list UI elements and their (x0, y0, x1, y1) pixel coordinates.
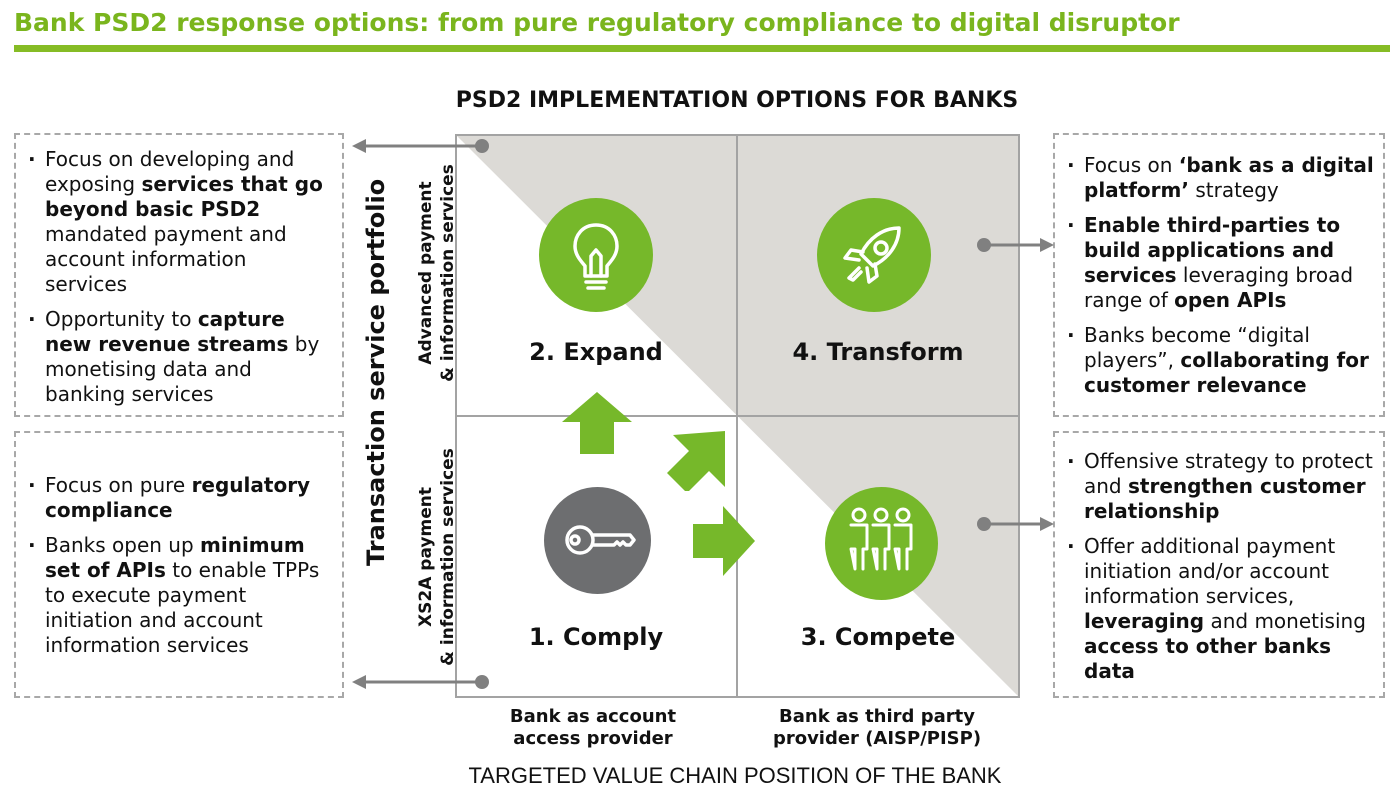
bullet-text-segment: Offer additional payment initiation and/… (1084, 534, 1336, 608)
x-axis-title: TARGETED VALUE CHAIN POSITION OF THE BAN… (468, 763, 1002, 788)
bullet-text-segment: leveraging (1084, 609, 1205, 633)
connector-compete-box (977, 517, 1054, 531)
transform-bullet-1: Focus on ‘bank as a digital platform’ st… (1065, 153, 1375, 203)
y-axis-row-advanced: Advanced payment & information services (415, 153, 459, 393)
bullet-text-segment: minimum set of APIs (45, 533, 305, 582)
bullet-text-segment: Offensive strategy to protect and (1084, 449, 1373, 498)
bullet-text-segment: Opportunity to (45, 307, 198, 331)
x-axis-column-account-access-line2: access provider (513, 728, 673, 749)
transform-bullet-2: Enable third-parties to build applicatio… (1065, 213, 1375, 313)
transform-bullet-3: Banks become “digital players”, collabor… (1065, 323, 1375, 398)
y-axis-title: Transaction service portfolio (362, 178, 390, 566)
x-axis-column-third-party-line2: provider (AISP/PISP) (772, 728, 982, 749)
bullet-text-segment: to enable TPPs to execute payment initia… (45, 558, 320, 657)
connector-comply-box (352, 675, 489, 689)
bullet-text-segment: Focus on (1084, 153, 1179, 177)
comply-bullets: Focus on pure regulatory complianceBanks… (26, 473, 334, 658)
x-axis-column-third-party: Bank as third party provider (AISP/PISP) (752, 706, 1002, 750)
bullet-text-segment: Enable third-parties to build applicatio… (1084, 213, 1341, 287)
x-axis-column-account-access-line1: Bank as account (509, 706, 677, 727)
bullet-text-segment: Focus on developing and exposing (45, 147, 295, 196)
bullet-text-segment: ‘bank as a digital platform’ (1084, 153, 1374, 202)
bullet-text-segment: and monetising (1204, 609, 1366, 633)
connector-expand-box (352, 139, 489, 153)
comply-bullet-1: Focus on pure regulatory compliance (26, 473, 334, 523)
bullet-text-segment: leveraging broad range of (1084, 263, 1354, 312)
compete-bullet-2: Offer additional payment initiation and/… (1065, 534, 1375, 684)
rocket-icon (817, 198, 931, 312)
quadrant-expand-label: 2. Expand (529, 338, 663, 366)
implementation-matrix: 2. Expand 4. Transform 1. Comply (455, 134, 1020, 698)
expand-description-box: Focus on developing and exposing service… (14, 133, 344, 417)
transform-description-box: Focus on ‘bank as a digital platform’ st… (1053, 133, 1385, 417)
expand-bullet-1: Focus on developing and exposing service… (26, 147, 334, 297)
y-axis-row-advanced-line1: Advanced payment (416, 181, 436, 365)
expand-bullets: Focus on developing and exposing service… (26, 147, 334, 407)
bullet-text-segment: Banks open up (45, 533, 201, 557)
bullet-text-segment: services that go beyond basic PSD2 (45, 172, 323, 221)
expand-bullet-2: Opportunity to capture new revenue strea… (26, 307, 334, 407)
arrow-diagonal-to-transform (667, 431, 725, 491)
bullet-text-segment: capture new revenue streams (45, 307, 289, 356)
compete-bullets: Offensive strategy to protect and streng… (1065, 449, 1375, 684)
connector-transform-box (977, 238, 1054, 252)
bullet-text-segment: mandated payment and account information… (45, 222, 287, 296)
bullet-text-segment: by monetising data and banking services (45, 332, 320, 406)
comply-description-box: Focus on pure regulatory complianceBanks… (14, 431, 344, 698)
bullet-text-segment: regulatory compliance (45, 473, 311, 522)
quadrant-transform-label: 4. Transform (792, 338, 964, 366)
page-title: Bank PSD2 response options: from pure re… (14, 8, 1180, 37)
comply-bullet-2: Banks open up minimum set of APIs to ena… (26, 533, 334, 658)
key-icon (544, 487, 651, 594)
title-rule (14, 45, 1390, 52)
arrow-right-to-compete (693, 506, 755, 576)
arrow-up-to-expand (562, 392, 632, 454)
bullet-text-segment: collaborating for customer relevance (1084, 348, 1369, 397)
x-axis-column-third-party-line1: Bank as third party (779, 706, 975, 727)
bullet-text-segment: Banks become “digital players”, (1084, 323, 1310, 372)
y-axis-row-xs2a: XS2A payment & information services (415, 427, 459, 687)
bullet-text-segment: open APIs (1174, 288, 1287, 312)
bullet-text-segment: access to other banks data (1084, 634, 1331, 683)
quadrant-compete-label: 3. Compete (800, 623, 956, 651)
people-icon (825, 487, 938, 600)
y-axis-row-xs2a-line1: XS2A payment (416, 487, 436, 627)
bullet-text-segment: Focus on pure (45, 473, 192, 497)
bullet-text-segment: strengthen customer relationship (1084, 474, 1366, 523)
quadrant-comply-label: 1. Comply (528, 623, 664, 651)
transform-bullets: Focus on ‘bank as a digital platform’ st… (1065, 153, 1375, 398)
compete-description-box: Offensive strategy to protect and streng… (1053, 431, 1385, 698)
bullet-text-segment: strategy (1188, 178, 1279, 202)
lightbulb-icon (539, 198, 653, 312)
x-axis-column-account-access: Bank as account access provider (468, 706, 718, 750)
compete-bullet-1: Offensive strategy to protect and streng… (1065, 449, 1375, 524)
diagram-title: PSD2 IMPLEMENTATION OPTIONS FOR BANKS (455, 88, 1019, 113)
